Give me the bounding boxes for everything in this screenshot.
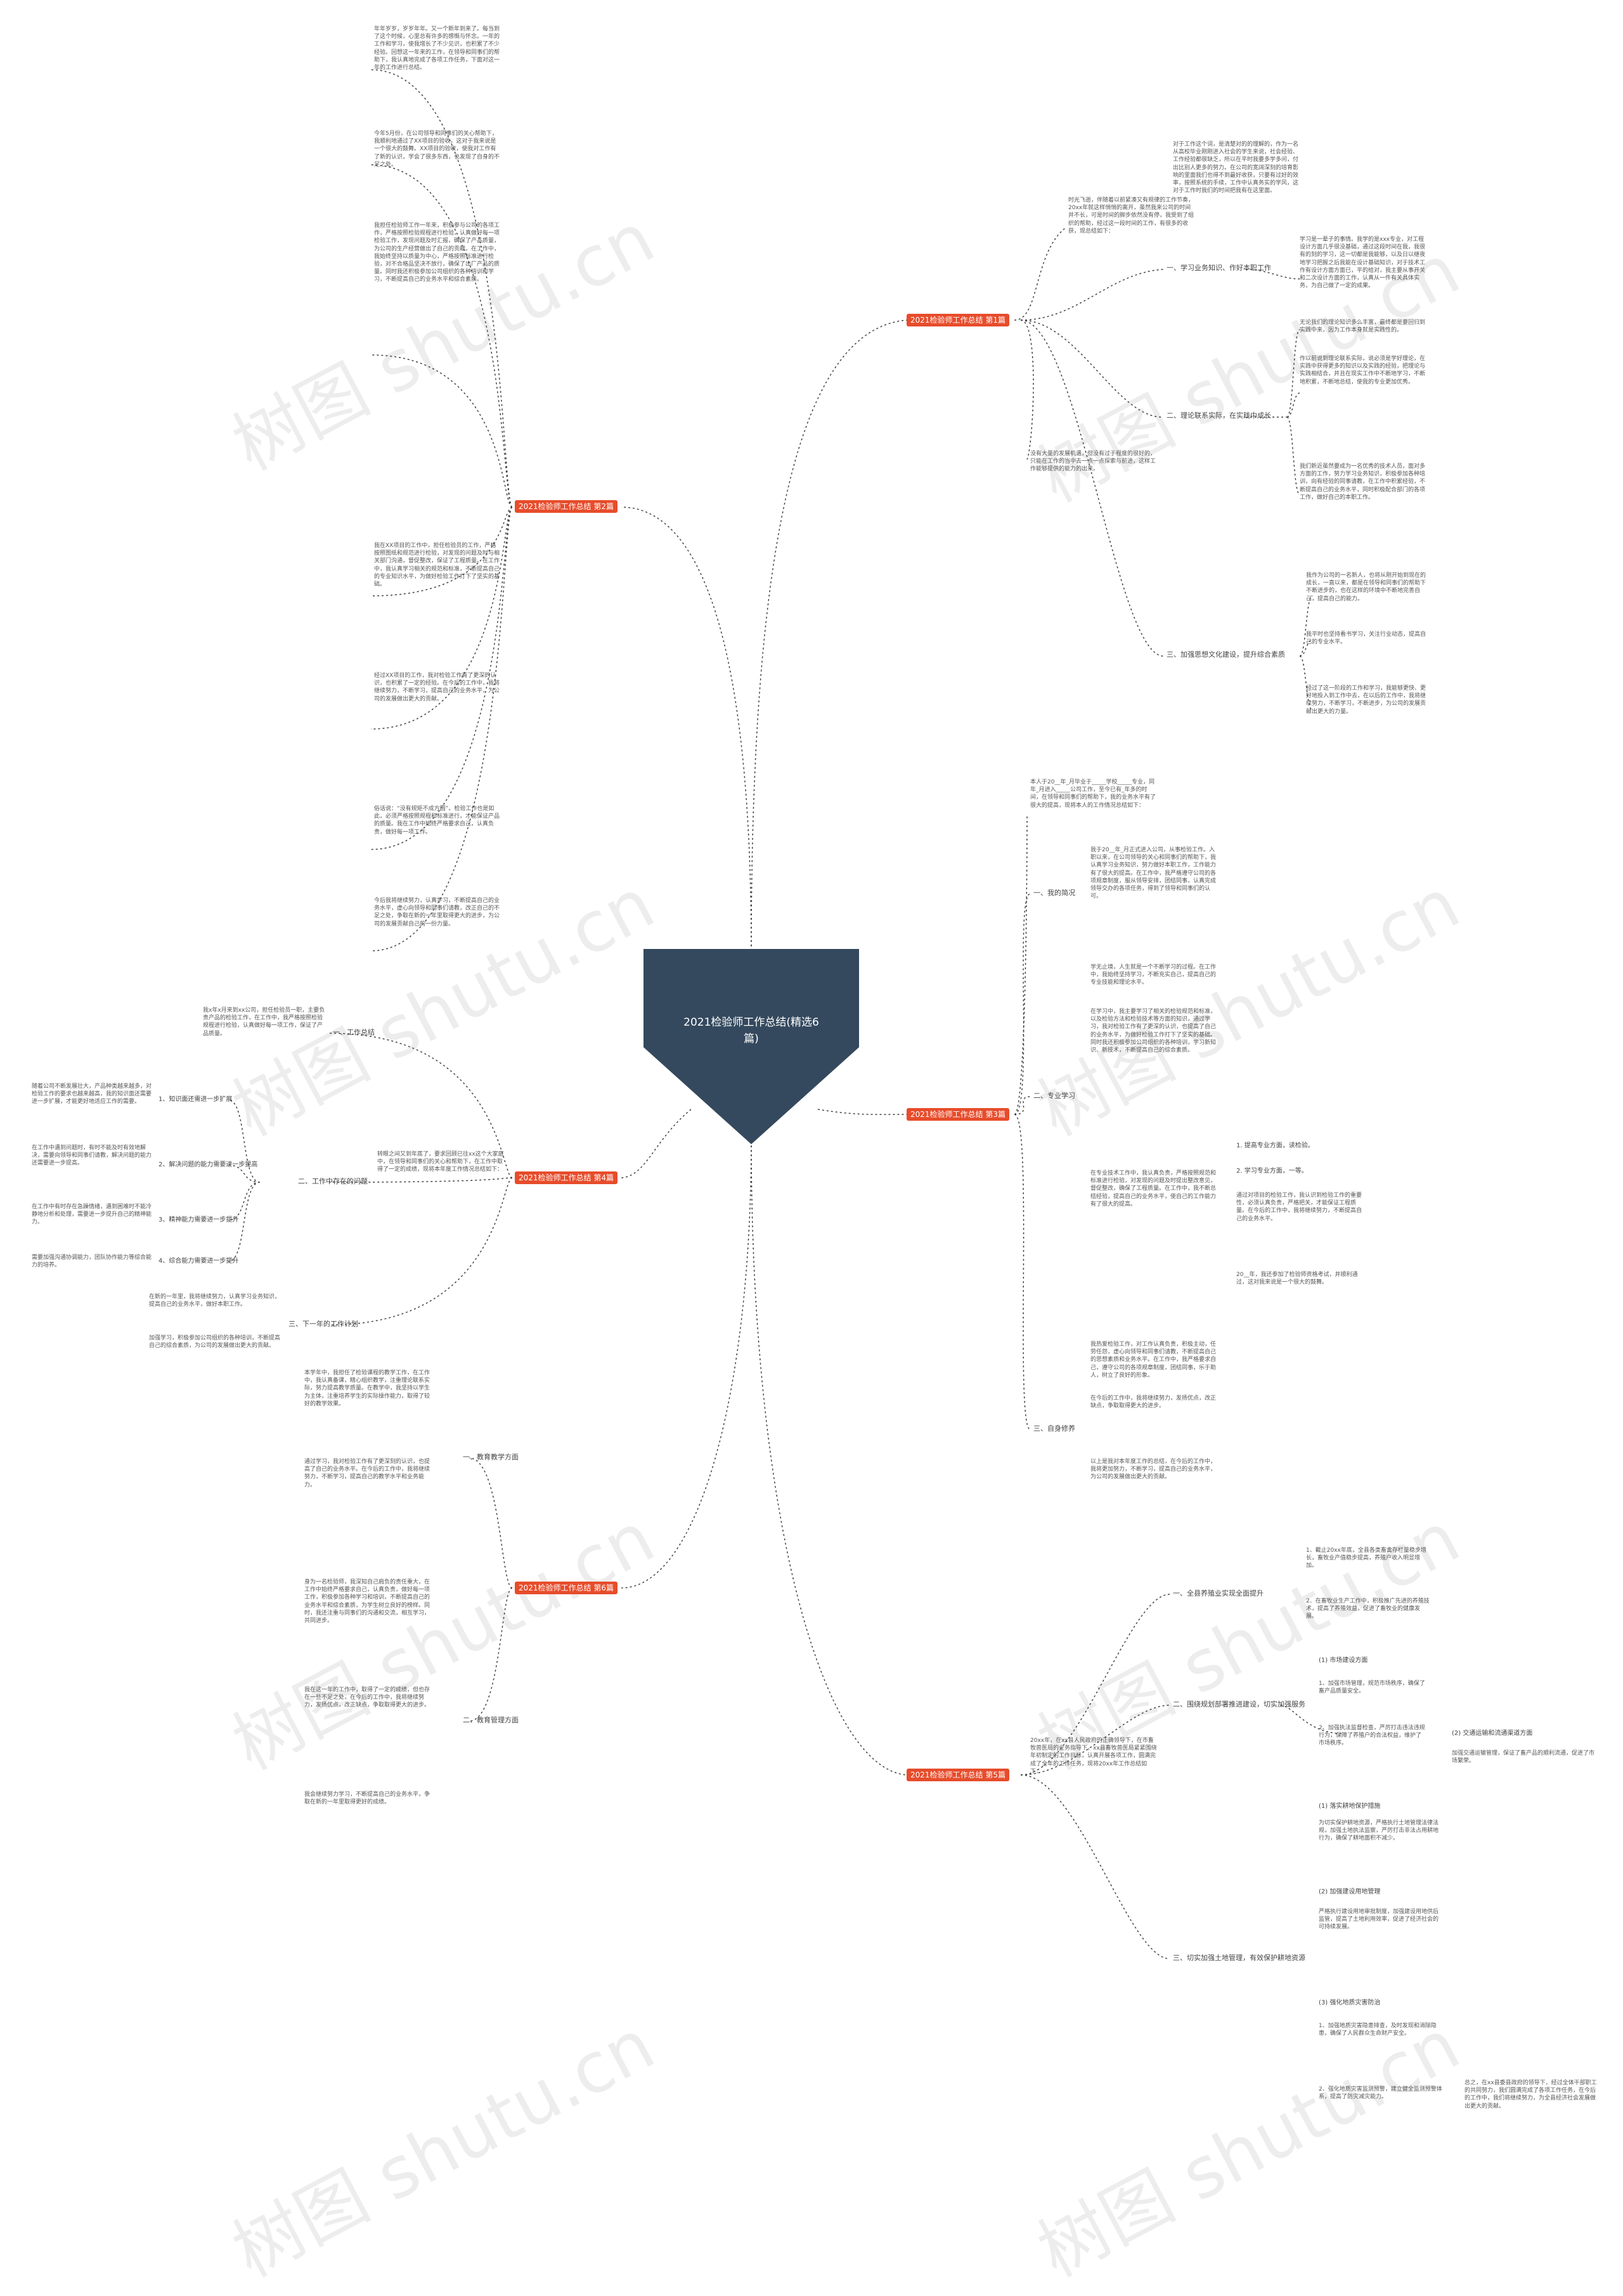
text-block: 我平时也坚持看书学习，关注行业动态，提高自己的专业水平。: [1306, 631, 1426, 646]
text-block: 以上是我对本年度工作的总结，在今后的工作中，我将更加努力，不断学习，提高自己的业…: [1090, 1459, 1217, 1481]
text-block: 学无止境，人生就是一个不断学习的过程。在工作中，我始终坚持学习，不断充实自己，提…: [1090, 964, 1217, 986]
text-block: 我于20__年_月正式进入公司，从事检验工作。入职以来，在公司领导的关心和同事们…: [1090, 847, 1217, 900]
text-block: 转眼之间又到年底了，要求回顾已往xx这个大家庭中，在领导和同事们的关心和帮助下，…: [377, 1151, 504, 1173]
branch-2[interactable]: 2021检验师工作总结 第2篇: [515, 500, 618, 513]
text-block: 俗话说：“没有规矩不成方圆”。检验工作也是如此，必须严格按照规程和标准进行，才能…: [374, 806, 500, 835]
sub-node[interactable]: 一、教育教学方面: [463, 1453, 519, 1461]
text-block: 1、加强地质灾害隐患排查，及时发现和消除隐患，确保了人民群众生命财产安全。: [1319, 2023, 1437, 2037]
text-block: 我担任检验师工作一年来，积极参与公司的各项工作，严格按照检验规程进行检验，认真做…: [374, 223, 500, 283]
text-block: 通过学习，我对检验工作有了更深刻的认识，也提高了自己的业务水平。在今后的工作中，…: [304, 1459, 430, 1488]
text-block: 2、强化地质灾害监测预警，建立健全监测预警体系，提高了防灾减灾能力。: [1319, 2086, 1442, 2101]
text-block: 加强学习，积极参加公司组织的各种培训，不断提高自己的综合素质，为公司的发展做出更…: [149, 1335, 281, 1350]
text-block: 在学习中，我主要学习了相关的检验规范和标准，以及检验方法和检验技术等方面的知识，…: [1090, 1009, 1217, 1054]
text-block: 学习是一辈子的事情。我学的是xxx专业，对工程设计方面几乎很没基础，通过这段时间…: [1300, 236, 1426, 290]
sub-node[interactable]: 一、学习业务知识、作好本职工作: [1167, 264, 1271, 272]
text-block: 在工作中有时存在急躁情绪，遇到困难时不能冷静地分析和处理，需要进一步提升自己的精…: [32, 1204, 152, 1226]
sub-node[interactable]: 三、自身修养: [1033, 1424, 1075, 1433]
text-block: 我在这一年的工作中，取得了一定的成绩，但也存在一些不足之处，在今后的工作中，我将…: [304, 1687, 430, 1709]
text-block: 为切实保护耕地资源，严格执行土地管理法律法规，加强土地执法监察，严厉打击非法占用…: [1319, 1820, 1439, 1842]
sub-node[interactable]: 二、教育管理方面: [463, 1716, 519, 1724]
text-block: 在专业技术工作中，我认真负责，严格按照规范和标准进行检验，对发现的问题及时提出整…: [1090, 1170, 1217, 1208]
text-block: 今后我将继续努力，认真学习，不断提高自己的业务水平，虚心向领导和同事们请教，改正…: [374, 898, 500, 927]
text-block: 我们新近虽然要成为一名优秀的技术人员，面对多方面的工作，努力学习业务知识，积极参…: [1300, 463, 1426, 501]
branch-6[interactable]: 2021检验师工作总结 第6篇: [515, 1582, 618, 1594]
text-block: 年年岁岁，岁岁年年。又一个新年到来了。每当到了这个时候，心里总有许多的感慨与怀念…: [374, 26, 500, 72]
text-block: 无论我们的理论知识多么丰富，最终都是要回归到实践中来，因为工作本身就是实践性的。: [1300, 319, 1426, 334]
text-block: 2、加强执法监督检查，严厉打击违法违规行为，保障了养殖户的合法权益，维护了市场秩…: [1319, 1725, 1425, 1747]
text-block: 严格执行建设用地审批制度，加强建设用地供后监管，提高了土地利用效率，促进了经济社…: [1319, 1909, 1439, 1931]
text-block: 20__年，我还参加了检验师资格考试，并顺利通过，这对我来说是一个很大的鼓舞。: [1236, 1272, 1358, 1286]
sub-node[interactable]: (2) 交通运输和流通渠道方面: [1452, 1730, 1533, 1737]
text-block: 今年5月份，在公司领导和同事们的关心帮助下，我顺利地通过了XX项目的验收，这对于…: [374, 131, 500, 168]
text-block: 我作为公司的一名新人，也将从刚开始到现在的成长，一直以来，都是在领导和同事们的帮…: [1306, 572, 1426, 602]
text-block: 我在XX项目的工作中，担任检验员的工作，严格按照图纸和规范进行检验，对发现的问题…: [374, 543, 500, 588]
sub-node[interactable]: 二、工作中存在的问题: [298, 1177, 368, 1185]
sub-node[interactable]: (1) 落实耕地保护措施: [1319, 1803, 1381, 1810]
sub-node[interactable]: 三、加强思想文化建设，提升综合素质: [1167, 650, 1285, 659]
text-block: 作以前说到理论联系实际，说必须是学好理论，在实践中获得更多的知识以及实践的经验，…: [1300, 356, 1426, 385]
sub-node[interactable]: 3、精神能力需要进一步提升: [158, 1216, 239, 1223]
text-block: 1、加强市场管理，规范市场秩序，确保了畜产品质量安全。: [1319, 1680, 1425, 1695]
text-block: 我x年x月来到xx公司，担任检验员一职，主要负责产品的检验工作，在工作中，我严格…: [203, 1007, 325, 1037]
sub-node[interactable]: 一、全县养殖业实现全面提升: [1173, 1589, 1264, 1597]
text-block: 我会继续努力学习，不断提高自己的业务水平，争取在新的一年里取得更好的成绩。: [304, 1791, 430, 1806]
text-block: 对于工作这个词，是清楚对的的理解的，作为一名从高校毕业刚刚进入社会的学生来说，社…: [1173, 141, 1299, 195]
sub-node[interactable]: 4、综合能力需要进一步提升: [158, 1258, 239, 1265]
branch-5[interactable]: 2021检验师工作总结 第5篇: [907, 1769, 1009, 1781]
text-block: 2、在畜牧业生产工作中，积极推广先进的养殖技术，提高了养殖效益，促进了畜牧业的健…: [1306, 1598, 1430, 1620]
branch-3[interactable]: 2021检验师工作总结 第3篇: [907, 1108, 1009, 1121]
text-block: 本学年中，我担任了检验课程的教学工作，在工作中，我认真备课，精心组织教学，注重理…: [304, 1370, 430, 1407]
text-block: 在工作中遇到问题时，有时不能及时有效地解决，需要向领导和同事们请教，解决问题的能…: [32, 1145, 152, 1167]
connector-lines: [228, 69, 1345, 1959]
text-block: 在新的一年里，我将继续努力，认真学习业务知识，提高自己的业务水平，做好本职工作。: [149, 1294, 281, 1308]
sub-node[interactable]: 2. 学习专业方面，一等。: [1236, 1168, 1308, 1175]
sub-node[interactable]: 2、解决问题的能力需要进一步提高: [158, 1161, 258, 1168]
branch-1[interactable]: 2021检验师工作总结 第1篇: [907, 314, 1009, 326]
text-block: 时光飞逝，伴随着以前紧凑又有规律的工作节奏，20xx年就这样悄悄的离开，虽然我来…: [1068, 197, 1194, 235]
sub-node[interactable]: 二、围绕规划部署推进建设，切实加强服务: [1173, 1700, 1305, 1708]
sub-node[interactable]: 一、工作总结: [333, 1028, 375, 1036]
sub-node[interactable]: (3) 强化地质灾害防治: [1319, 1999, 1381, 2006]
text-block: 20xx年，在xx县人民政府的正确领导下，在市畜牧兽医局的业务指导下，xx县畜牧…: [1030, 1738, 1157, 1775]
sub-node[interactable]: 二、专业学习: [1033, 1092, 1075, 1100]
text-block: 经过XX项目的工作，我对检验工作有了更深的认识，也积累了一定的经验。在今后的工作…: [374, 673, 500, 702]
root-node[interactable]: 2021检验师工作总结(精选6篇): [683, 1016, 819, 1045]
text-block: 身为一名检验师，我深知自己肩负的责任重大，在工作中始终严格要求自己，认真负责，做…: [304, 1579, 430, 1625]
branch-4[interactable]: 2021检验师工作总结 第4篇: [515, 1171, 618, 1184]
sub-node[interactable]: (2) 加强建设用地管理: [1319, 1888, 1381, 1895]
sub-node[interactable]: 三、下一年的工作计划: [288, 1320, 358, 1328]
text-block: 没有大量的发展机遇，但没有过于程度的很好的，只能在工作的当中去一点一点探索与前进…: [1030, 451, 1156, 473]
text-block: 在今后的工作中，我将继续努力，发扬优点，改正缺点，争取取得更大的进步。: [1090, 1395, 1217, 1410]
text-block: 1、截止20xx年底，全县各类畜禽存栏量稳步增长，畜牧业产值稳步提高，养殖户收入…: [1306, 1547, 1426, 1570]
text-block: 随着公司不断发展壮大，产品种类越来越多，对检验工作的要求也越来越高，我的知识面还…: [32, 1083, 152, 1106]
sub-node[interactable]: 三、切实加强土地管理，有效保护耕地资源: [1173, 1954, 1305, 1962]
sub-node[interactable]: 二、理论联系实际，在实践中成长: [1167, 411, 1271, 420]
text-block: 经过了这一阶段的工作和学习，我能够更快、更好地投入到工作中去，在以后的工作中，我…: [1306, 685, 1426, 715]
text-block: 通过对项目的检验工作，我认识到检验工作的重要性，必须认真负责，严格把关，才能保证…: [1236, 1192, 1362, 1222]
sub-node[interactable]: 1. 提高专业方面，读检验。: [1236, 1142, 1314, 1149]
text-block: 需要加强沟通协调能力，团队协作能力等综合能力的培养。: [32, 1254, 152, 1269]
text-block: 本人于20__年_月毕业于_____学校_____专业，同年_月进入_____公…: [1030, 779, 1156, 809]
sub-node[interactable]: 1、知识面还需进一步扩展: [158, 1096, 233, 1103]
sub-node[interactable]: 一、我的简况: [1033, 889, 1075, 897]
text-block: 我热爱检验工作，对工作认真负责，积极主动，任劳任怨，虚心向领导和同事们请教，不断…: [1090, 1341, 1217, 1379]
sub-node[interactable]: (1) 市场建设方面: [1319, 1657, 1368, 1664]
text-block: 总之，在xx县委县政府的领导下，经过全体干部职工的共同努力，我们圆满完成了各项工…: [1465, 2080, 1597, 2110]
text-block: 加强交通运输管理，保证了畜产品的顺利流通，促进了市场繁荣。: [1452, 1750, 1595, 1765]
